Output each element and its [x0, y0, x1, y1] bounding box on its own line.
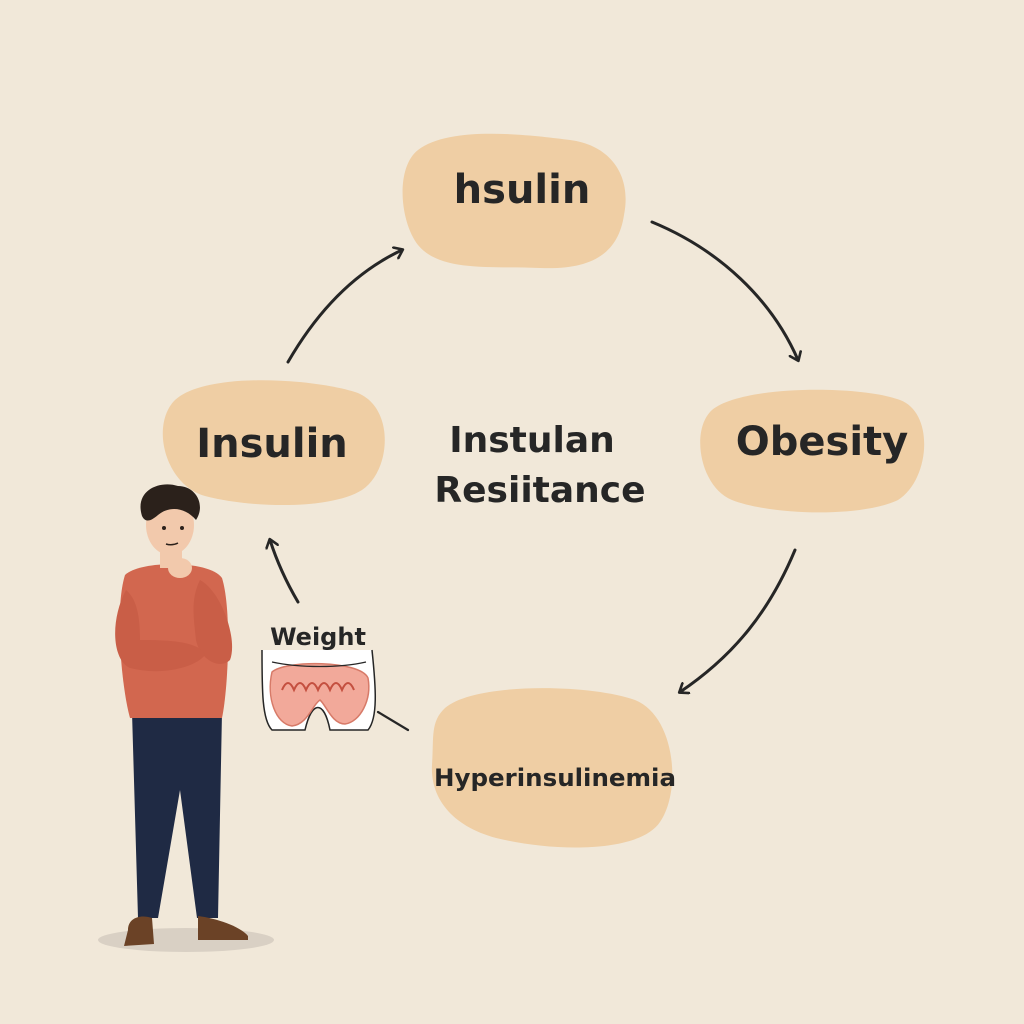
center-label-line2: Resiitance — [434, 470, 645, 511]
weight-label: Weight — [270, 623, 366, 651]
node-top-blob — [402, 133, 626, 269]
node-left-label: Insulin — [196, 421, 348, 467]
node-bottom: Hyperinsulinemia — [431, 688, 676, 848]
thinking-person-icon — [98, 484, 274, 952]
arrow-weight-to-left — [270, 540, 300, 604]
intestine-icon — [261, 649, 376, 731]
connector-bottom-to-gut — [376, 710, 410, 732]
center-label: Instulan Resiitance — [434, 420, 645, 511]
arrow-right-to-bottom — [680, 548, 797, 692]
arrow-top-to-right — [650, 220, 798, 360]
node-bottom-label: Hyperinsulinemia — [434, 764, 676, 792]
node-top: hsulin — [402, 133, 626, 269]
arrow-left-to-top — [286, 250, 402, 364]
node-right-label: Obesity — [736, 419, 908, 465]
center-label-line1: Instulan — [449, 420, 615, 461]
node-right-blob — [700, 389, 925, 513]
node-right: Obesity — [700, 389, 925, 513]
node-left-blob — [162, 380, 385, 506]
node-top-label: hsulin — [454, 167, 591, 213]
node-left: Insulin — [162, 380, 385, 506]
node-bottom-blob — [431, 688, 673, 848]
